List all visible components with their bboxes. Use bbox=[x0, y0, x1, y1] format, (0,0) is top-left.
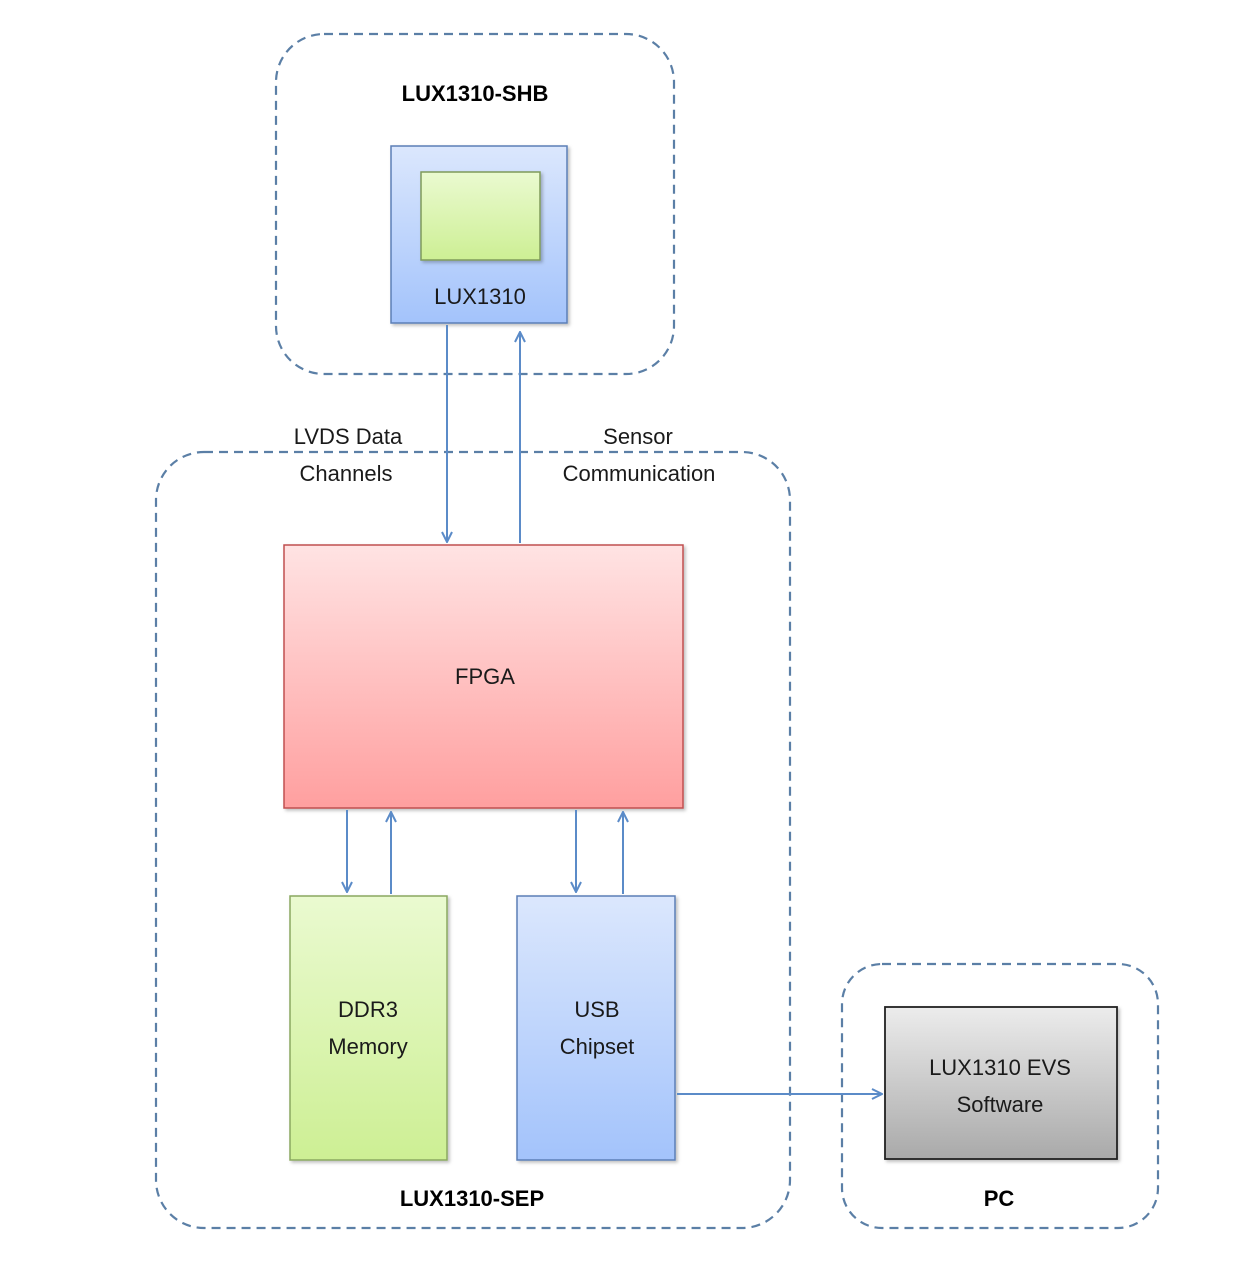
usb-label-line2: Chipset bbox=[560, 1034, 635, 1059]
group-shb-boundary bbox=[274, 32, 676, 376]
lvds-label-line1: LVDS Data bbox=[294, 424, 403, 449]
ddr3-label-line1: DDR3 bbox=[338, 997, 398, 1022]
sensor-comm-label-line2: Communication bbox=[563, 461, 716, 486]
evs-software-block: LUX1310 EVS Software bbox=[884, 1006, 1118, 1160]
group-pc-boundary bbox=[840, 962, 1160, 1230]
sensor-comm-label-line1: Sensor bbox=[603, 424, 673, 449]
sensor-block: LUX1310 bbox=[390, 145, 568, 324]
group-sep-boundary bbox=[154, 450, 792, 1230]
group-sep-title: LUX1310-SEP bbox=[400, 1186, 544, 1211]
sensor-die bbox=[420, 171, 541, 261]
usb-chipset-block: USB Chipset bbox=[516, 895, 676, 1161]
group-shb-title: LUX1310-SHB bbox=[402, 81, 549, 106]
usb-label-line1: USB bbox=[574, 997, 619, 1022]
lvds-label-line2: Channels bbox=[300, 461, 393, 486]
fpga-label: FPGA bbox=[455, 664, 515, 689]
ddr3-label-line2: Memory bbox=[328, 1034, 407, 1059]
sensor-label: LUX1310 bbox=[434, 284, 526, 309]
software-label-line2: Software bbox=[957, 1092, 1044, 1117]
ddr3-memory-block: DDR3 Memory bbox=[289, 895, 448, 1161]
fpga-block: FPGA bbox=[283, 544, 684, 809]
software-label-line1: LUX1310 EVS bbox=[929, 1055, 1071, 1080]
group-pc-title: PC bbox=[984, 1186, 1015, 1211]
